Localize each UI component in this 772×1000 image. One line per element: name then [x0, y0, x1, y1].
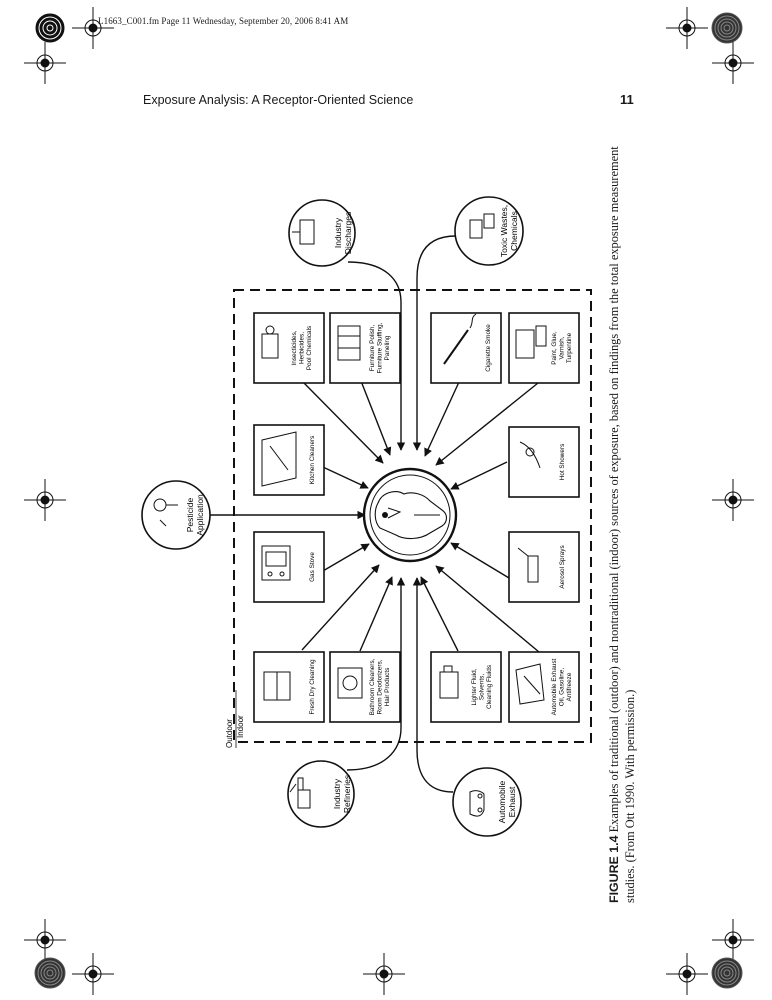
- indoor-source-box: Lighter Fluid,Solvents,Cleaning Fluids: [430, 651, 502, 723]
- indoor-boundary: [233, 289, 592, 743]
- indoor-source-box: Hot Showers: [508, 426, 580, 498]
- indoor-source-box: Furniture Polish,Furniture Stuffing,Pane…: [329, 312, 401, 384]
- indoor-source-box: Automobile ExhaustOil, Gasoline,Antifree…: [508, 651, 580, 723]
- svg-text:Aerosol Sprays: Aerosol Sprays: [559, 545, 566, 588]
- outdoor-label: IndustryDischarges: [333, 212, 353, 255]
- outdoor-source-toxic-wastes: Toxic Wastes,Chemicals: [454, 196, 524, 266]
- registration-mark-bottom-right: [711, 957, 743, 989]
- crosshair-mark-bottom-left: [72, 953, 114, 995]
- indoor-region-label: Indoor: [236, 715, 245, 738]
- outdoor-source-industry-refineries: IndustryRefineries: [287, 760, 355, 828]
- outdoor-label: Toxic Wastes,Chemicals: [499, 205, 519, 257]
- crosshair-mark-right-middle: [712, 479, 754, 521]
- crosshair-mark-left-middle: [24, 479, 66, 521]
- svg-text:Lighter Fluid,Solvents,Cleanin: Lighter Fluid,Solvents,Cleaning Fluids: [471, 665, 493, 709]
- outdoor-source-pesticide-application: PesticideApplication: [141, 480, 211, 550]
- svg-text:Cigarette Smoke: Cigarette Smoke: [485, 324, 492, 372]
- svg-text:Hot Showers: Hot Showers: [559, 444, 566, 481]
- crosshair-mark-bottom-right: [666, 953, 708, 995]
- svg-text:Insecticides,Herbicides,Pool C: Insecticides,Herbicides,Pool Chemicals: [291, 326, 313, 370]
- indoor-source-box: Insecticides,Herbicides,Pool Chemicals: [253, 312, 325, 384]
- figure-caption: FIGURE 1.4 Examples of traditional (outd…: [606, 123, 638, 903]
- svg-text:Fresh Dry Cleaning: Fresh Dry Cleaning: [309, 659, 316, 714]
- crosshair-mark-top-right: [666, 7, 708, 49]
- registration-mark-top-right: [711, 12, 743, 44]
- indoor-source-box: Bathroom Cleaners,Room Deodorizers,Hair …: [329, 651, 401, 723]
- exposure-arrows: [196, 235, 540, 793]
- indoor-source-box: Kitchen Cleaners: [253, 424, 325, 496]
- running-head: Exposure Analysis: A Receptor-Oriented S…: [143, 93, 414, 107]
- crosshair-mark-right-lower: [712, 919, 754, 961]
- registration-mark-bottom-left: [34, 957, 66, 989]
- svg-text:Kitchen Cleaners: Kitchen Cleaners: [309, 436, 316, 485]
- page-number: 11: [620, 92, 634, 107]
- svg-text:Paint, Glue,Varnish,Turpentine: Paint, Glue,Varnish,Turpentine: [551, 331, 573, 365]
- print-slug: L1663_C001.fm Page 11 Wednesday, Septemb…: [98, 16, 349, 26]
- registration-mark-top-left: [35, 13, 65, 43]
- indoor-source-box: Fresh Dry Cleaning: [253, 651, 325, 723]
- crosshair-mark-left-upper: [24, 42, 66, 84]
- crosshair-mark-left-lower: [24, 919, 66, 961]
- indoor-source-box: Aerosol Sprays: [508, 531, 580, 603]
- outdoor-label: IndustryRefineries: [332, 775, 352, 813]
- figure-caption-label: FIGURE 1.4: [607, 835, 621, 903]
- crosshair-mark-bottom-center: [363, 953, 405, 995]
- indoor-source-box: Cigarette Smoke: [430, 312, 502, 384]
- person-receptor: [362, 467, 458, 563]
- indoor-source-box: Paint, Glue,Varnish,Turpentine: [508, 312, 580, 384]
- figure-caption-text: Examples of traditional (outdoor) and no…: [607, 146, 637, 903]
- outdoor-label: PesticideApplication: [185, 494, 205, 536]
- crosshair-mark-top-left: [72, 7, 114, 49]
- crosshair-mark-right-upper: [712, 42, 754, 84]
- svg-text:Furniture Polish,Furniture Stu: Furniture Polish,Furniture Stuffing,Pane…: [369, 322, 391, 373]
- svg-text:Gas Stove: Gas Stove: [309, 552, 316, 582]
- svg-text:Automobile ExhaustOil, Gasolin: Automobile ExhaustOil, Gasoline,Antifree…: [551, 658, 573, 715]
- outdoor-label: AutomobileExhaust: [497, 780, 517, 823]
- outdoor-source-automobile-exhaust: AutomobileExhaust: [452, 767, 522, 837]
- indoor-source-box: Gas Stove: [253, 531, 325, 603]
- svg-text:Bathroom Cleaners,Room Deodori: Bathroom Cleaners,Room Deodorizers,Hair …: [369, 658, 391, 715]
- outdoor-source-industry-discharges: IndustryDischarges: [288, 199, 356, 267]
- outdoor-region-label: Outdoor: [225, 719, 234, 748]
